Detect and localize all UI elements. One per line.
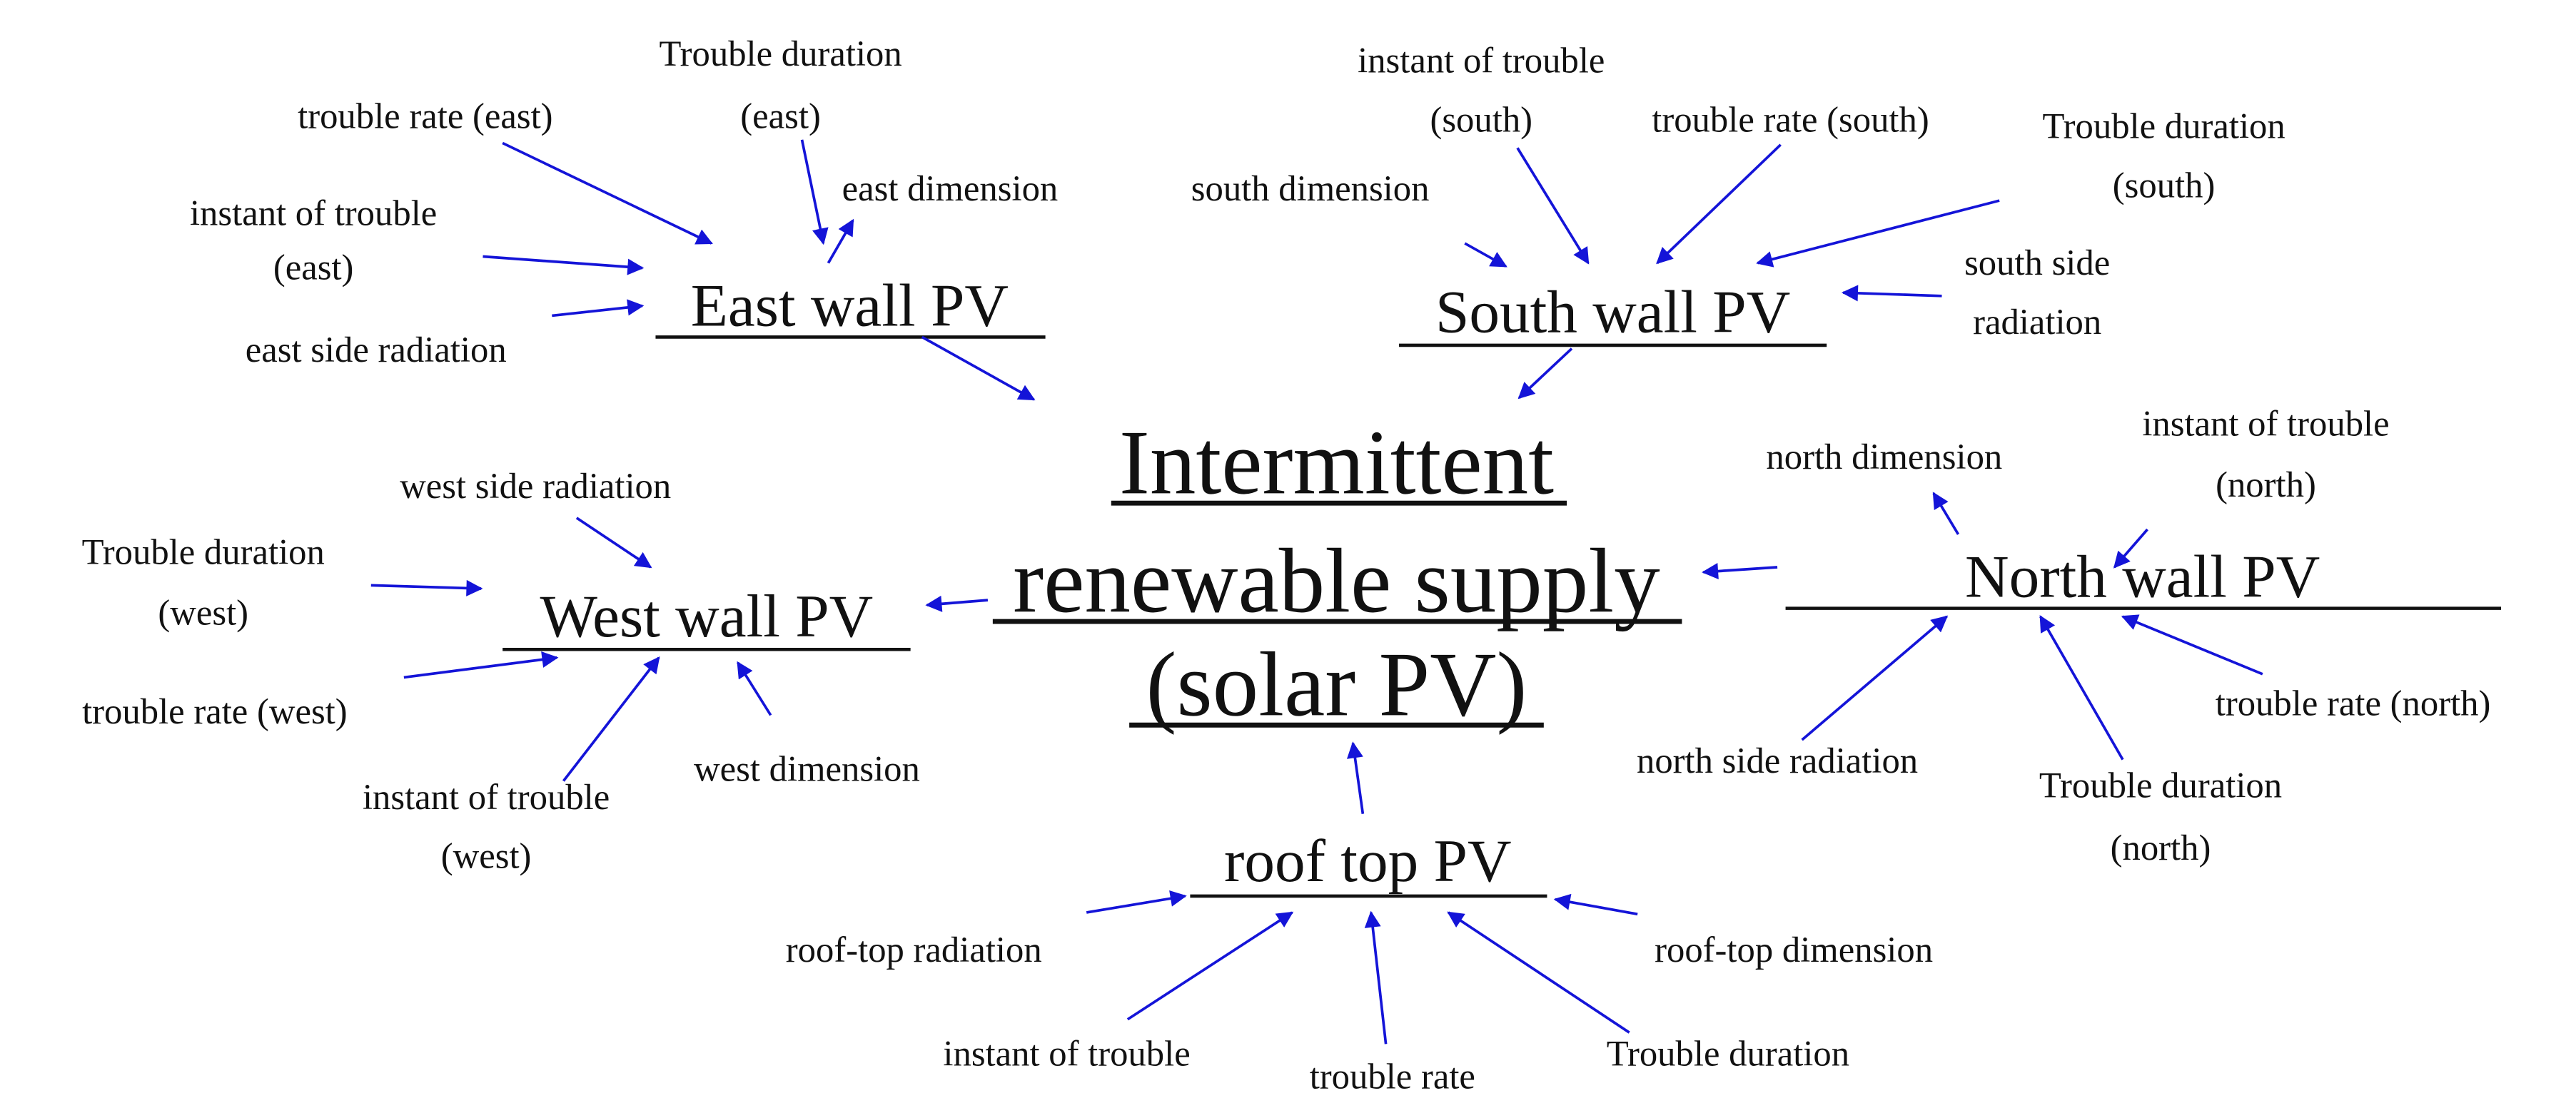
center-node: Intermittent renewable supply (solar PV): [992, 411, 1682, 735]
west-duration-label: Trouble duration: [82, 532, 325, 571]
north-duration-label: Trouble duration: [2039, 766, 2282, 806]
north-instant-label-2: (north): [2216, 464, 2316, 504]
south-dimension-label: south dimension: [1191, 168, 1430, 208]
roof-dimension-label: roof-top dimension: [1655, 930, 1933, 970]
arrow: [552, 299, 645, 317]
east-rate-label: trouble rate (east): [298, 96, 552, 136]
north-instant-label: instant of trouble: [2142, 404, 2389, 444]
south-instant-label-2: (south): [1430, 99, 1532, 139]
arrow: [921, 335, 1036, 401]
arrow: [403, 651, 559, 679]
arrow: [2113, 528, 2148, 569]
north-duration-label-2: (north): [2111, 828, 2211, 868]
south-wall-pv-node: South wall PV: [1435, 278, 1790, 345]
south-duration-label-2: (south): [2113, 166, 2216, 205]
roof-instant-label: instant of trouble: [943, 1033, 1190, 1073]
east-duration-label: Trouble duration: [659, 34, 901, 73]
arrow: [502, 141, 713, 245]
east-group: East wall PV Trouble duration (east) tro…: [190, 34, 1059, 401]
arrow: [2039, 615, 2124, 761]
arrow: [1126, 911, 1294, 1021]
west-instant-label-2: (west): [441, 836, 532, 876]
arrow: [1346, 741, 1365, 814]
arrow: [800, 139, 829, 245]
arrow: [370, 579, 483, 596]
south-duration-label: Trouble duration: [2042, 106, 2285, 146]
arrow: [925, 595, 989, 612]
west-rate-label: trouble rate (west): [82, 691, 348, 731]
center-label-line1: Intermittent: [1119, 411, 1554, 513]
south-instant-label: instant of trouble: [1358, 40, 1605, 80]
arrow: [1447, 911, 1630, 1034]
arrow: [1364, 910, 1388, 1045]
arrow: [1553, 893, 1638, 916]
arrow: [737, 661, 772, 716]
north-group: North wall PV north dimension instant of…: [1637, 404, 2502, 868]
north-radiation-label: north side radiation: [1637, 741, 1918, 781]
arrow: [1516, 147, 1590, 265]
arrow: [2121, 614, 2263, 676]
roof-duration-label: Trouble duration: [1607, 1033, 1849, 1073]
west-duration-label-2: (west): [158, 593, 248, 633]
arrow: [575, 517, 652, 569]
north-wall-pv-node: North wall PV: [1965, 544, 2320, 611]
east-instant-label: instant of trouble: [190, 193, 437, 233]
arrow: [1801, 615, 1949, 741]
center-label-line3: (solar PV): [1146, 633, 1527, 735]
roof-top-pv-node: roof top PV: [1224, 828, 1512, 895]
west-group: West wall PV west side radiation Trouble…: [82, 466, 989, 876]
arrow: [1702, 563, 1778, 580]
arrow: [1656, 143, 1782, 265]
east-wall-pv-node: East wall PV: [691, 272, 1009, 339]
east-radiation-label: east side radiation: [246, 330, 507, 370]
roof-rate-label: trouble rate: [1310, 1057, 1475, 1097]
west-radiation-label: west side radiation: [400, 466, 671, 506]
roof-radiation-label: roof-top radiation: [786, 930, 1042, 970]
arrow: [1517, 347, 1573, 400]
north-dimension-label: north dimension: [1766, 437, 2002, 477]
arrow: [1086, 890, 1187, 914]
arrow: [1841, 285, 1942, 302]
arrow: [483, 255, 645, 275]
south-radiation-label-2: radiation: [1973, 302, 2101, 342]
east-duration-label-2: (east): [740, 96, 821, 136]
north-rate-label: trouble rate (north): [2216, 683, 2491, 723]
center-label-line2: renewable supply: [1013, 529, 1660, 631]
west-dimension-label: west dimension: [694, 749, 920, 789]
roof-group: roof top PV roof-top radiation roof-top …: [786, 741, 1933, 1097]
arrow: [827, 218, 854, 264]
arrow: [1932, 492, 1960, 535]
arrow: [1464, 242, 1507, 268]
east-instant-label-2: (east): [273, 248, 354, 288]
west-instant-label: instant of trouble: [363, 777, 610, 817]
south-radiation-label: south side: [1964, 243, 2110, 283]
west-wall-pv-node: West wall PV: [540, 583, 874, 650]
south-group: South wall PV instant of trouble (south)…: [1191, 40, 2285, 400]
east-dimension-label: east dimension: [842, 168, 1059, 208]
arrow: [1756, 199, 2000, 268]
arrow: [562, 656, 660, 782]
south-rate-label: trouble rate (south): [1652, 99, 1929, 139]
